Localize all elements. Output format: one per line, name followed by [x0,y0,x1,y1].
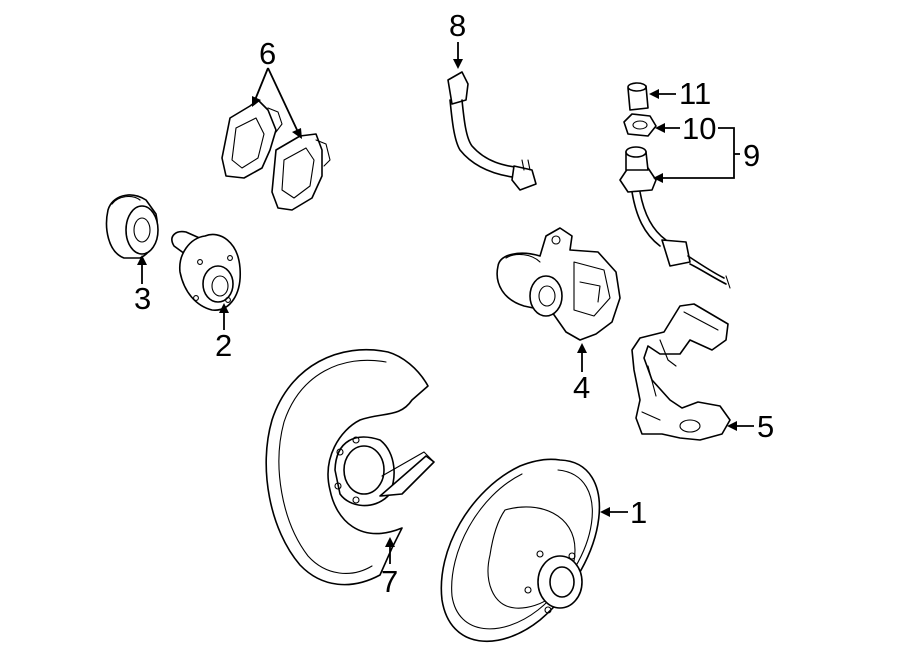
callout-3: 3 [134,281,151,316]
callout-5: 5 [757,409,774,444]
arrowhead-9 [653,173,663,183]
callout-9: 9 [743,138,760,173]
arrowhead-11 [649,89,659,99]
callout-8: 8 [449,8,466,43]
arrowhead-4 [577,343,587,353]
callout-6: 6 [259,36,276,71]
sensor-nut-part-10 [623,113,657,137]
leader-6a [254,67,269,101]
leader-6b [267,67,299,133]
arrowhead-10 [655,123,665,133]
callout-10: 10 [682,111,716,146]
callout-7: 7 [381,564,398,599]
callout-2: 2 [215,328,232,363]
arrowhead-7 [385,537,395,547]
wheel-bearing-part-3 [105,194,159,259]
brake-pads-part-6 [221,99,331,211]
callout-11: 11 [679,76,711,111]
brake-hose-part-8 [447,71,537,191]
arrowhead-3 [137,255,147,265]
brake-caliper-part-4 [496,227,621,341]
arrowhead-5 [727,421,737,431]
arrowhead-8 [453,59,463,69]
callout-1: 1 [630,495,647,530]
wheel-hub-part-2 [171,230,241,311]
splash-shield-part-7 [265,348,435,586]
sensor-cap-part-11 [627,82,649,111]
arrowhead-1 [600,507,610,517]
sensor-assembly-part-9 [619,146,731,289]
brake-rotor-part-1 [440,458,601,643]
arrowhead-2 [219,303,229,313]
arrowhead-6a [252,96,261,107]
arrowhead-6b [292,128,302,139]
caliper-bracket-part-5 [631,303,731,441]
callout-4: 4 [573,370,590,405]
leader-9 [660,127,735,179]
